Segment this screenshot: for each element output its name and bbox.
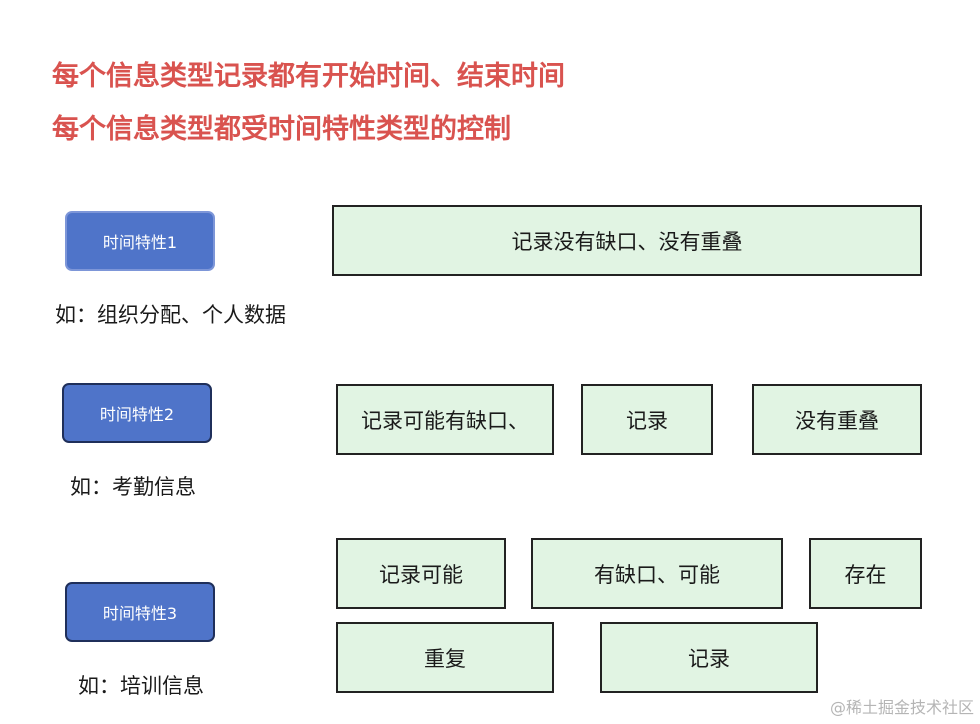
record-box: 记录可能有缺口、 — [336, 384, 554, 455]
record-box: 记录可能 — [336, 538, 506, 609]
record-box: 记录 — [600, 622, 818, 693]
headline-time-property-control: 每个信息类型都受时间特性类型的控制 — [52, 114, 511, 145]
time-property-3-example: 如：培训信息 — [78, 674, 204, 698]
record-box: 没有重叠 — [752, 384, 922, 455]
time-property-1-button[interactable]: 时间特性1 — [65, 211, 215, 271]
record-box: 有缺口、可能 — [531, 538, 783, 609]
headline-record-time: 每个信息类型记录都有开始时间、结束时间 — [52, 61, 565, 92]
record-box: 重复 — [336, 622, 554, 693]
record-box: 记录 — [581, 384, 713, 455]
time-property-1-example: 如：组织分配、个人数据 — [55, 303, 286, 327]
record-box: 存在 — [809, 538, 922, 609]
time-property-2-button[interactable]: 时间特性2 — [62, 383, 212, 443]
time-property-2-example: 如：考勤信息 — [70, 475, 196, 499]
time-property-3-button[interactable]: 时间特性3 — [65, 582, 215, 642]
record-box: 记录没有缺口、没有重叠 — [332, 205, 922, 276]
watermark: @稀土掘金技术社区 — [829, 698, 974, 717]
